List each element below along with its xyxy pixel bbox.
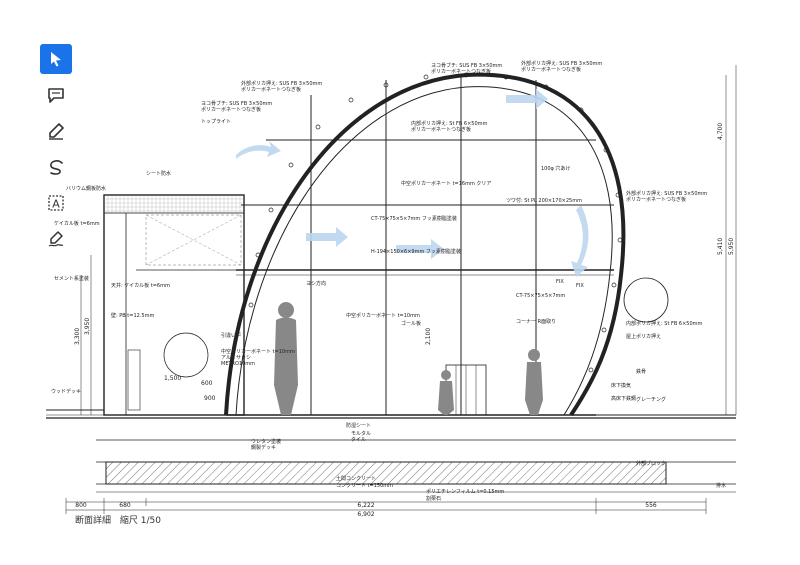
arch-bolts [248, 72, 623, 373]
note-label: バリウム鋼板防水 [66, 185, 106, 192]
note-label: セメント系塗装 [54, 275, 89, 282]
human-figures [274, 302, 543, 415]
caption-title: 断面詳細 [75, 516, 112, 526]
note-label: コーナー R面取り [516, 319, 556, 325]
note-label: ポリカーボネートつなぎ板 [241, 86, 301, 93]
dim-inner-1: 1,500 [164, 375, 181, 382]
dim-inner-3: 900 [204, 395, 216, 402]
note-label: 高床下鉄鋼 [611, 395, 636, 402]
cursor-icon [51, 52, 61, 67]
dimension-lines [65, 65, 737, 514]
note-label: 防湿シート [346, 422, 371, 429]
note-label: 中空ポリカーボネート t=16mm クリア [401, 180, 491, 187]
note-label: 中空ポリカーボネート t=10mm [346, 312, 420, 319]
note-label: FIX [576, 283, 584, 289]
note-label: 壁: PB t=12.5mm [111, 312, 154, 319]
note-label: ポリカーボネートつなぎ板 [431, 68, 491, 75]
dim-right-3: 5,950 [728, 238, 735, 255]
note-label: 割栗石 [426, 495, 441, 502]
note-label: 天井: ケイカル板 t=6mm [111, 282, 170, 289]
note-label: 100φ 穴あけ [541, 165, 570, 172]
note-label: ポリカーボネートつなぎ板 [626, 196, 686, 203]
signature-pen-icon [48, 231, 64, 247]
note-label: 外部ブロック [636, 460, 666, 467]
text-tool-button[interactable]: A [40, 188, 72, 218]
note-label: 土間コンクリート [336, 475, 376, 482]
note-label: ポリカーボネートつなぎ板 [411, 126, 471, 133]
note-label: ヨシ方向 [306, 280, 326, 287]
comment-tool-button[interactable] [40, 80, 72, 110]
note-label: 排水 [716, 482, 726, 489]
note-label: ポリカーボネートつなぎ板 [521, 66, 581, 73]
note-label: 外部ポリカ押え: SUS FB 3×50mm [626, 190, 707, 197]
note-label: 外部ポリカ押え: SUS FB 3×50mm [241, 80, 322, 87]
note-label: CT-75×75×5×7mm [516, 293, 565, 299]
dim-left-2: 3,950 [84, 318, 91, 335]
note-label: 鉄骨 [636, 368, 646, 375]
note-label: ゴール板 [401, 320, 421, 327]
note-label: 屋上ポリカ押え [626, 333, 661, 340]
note-label: 鋼製デッキ [251, 444, 276, 451]
note-label: FIX [556, 279, 564, 285]
note-label: 引違い戸 [221, 332, 241, 339]
note-label: ケイカル板 t=6mm [54, 220, 100, 227]
note-label: タイル [351, 436, 366, 443]
caption-scale: 縮尺 1/50 [119, 516, 161, 526]
note-label: METRO10mm [221, 361, 255, 367]
note-label: コンクリート t=150mm [336, 483, 393, 489]
dim-bottom-2: 680 [119, 502, 131, 509]
draw-tool-button[interactable] [40, 152, 72, 182]
note-label: 外部ポリカ押え: SUS FB 3×50mm [521, 60, 602, 67]
note-label: 内部ポリカ押え: St FB 6×50mm [411, 120, 487, 127]
note-label: CT-75×75×5×7mm フッ素樹脂塗装 [371, 215, 457, 222]
freehand-icon [50, 160, 63, 175]
note-label: モルタル [351, 430, 371, 437]
left-annex [103, 194, 245, 416]
annotation-toolbar: A [40, 44, 74, 264]
svg-text:A: A [52, 198, 60, 211]
dim-inner-4: 600 [201, 380, 213, 387]
dim-right-2: 5,410 [717, 238, 724, 255]
note-label: グレーチング [636, 396, 666, 403]
note-label: 床下換気 [611, 382, 631, 389]
note-label: 内部ポリカ押え: St FB 6×50mm [626, 320, 702, 327]
pen-icon [49, 123, 64, 140]
dim-bottom-3: 6,222 [357, 502, 374, 509]
annotation-labels: ヨコ骨ブチ: SUS FB 3×50mm ポリカーボネートつなぎ板 外部ポリカ押… [51, 60, 726, 502]
note-label: ヨコ骨ブチ: SUS FB 3×50mm [431, 62, 502, 69]
dim-inner-2: 2,100 [425, 328, 432, 345]
note-label: 中空ポリカーボネート t=10mm [221, 348, 295, 355]
note-label: シート防水 [146, 170, 171, 177]
dim-right-1: 4,700 [717, 123, 724, 140]
note-label: ウレタン塗装 [251, 438, 281, 445]
speech-bubble-icon [48, 88, 64, 103]
airflow-arrows [236, 89, 589, 277]
note-label: ポリエチレンフィルム t=0.15mm [426, 488, 504, 495]
highlight-tool-button[interactable] [40, 116, 72, 146]
note-label: ポリカーボネートつなぎ板 [201, 106, 261, 113]
wood-deck [46, 409, 736, 416]
drawing-caption: 断面詳細 縮尺 1/50 [75, 513, 167, 526]
note-label: アルミサッシ [221, 355, 251, 361]
dim-bottom-1: 800 [75, 502, 87, 509]
section-drawing: 800 680 6,222 6,902 556 4,700 5,410 5,95… [46, 60, 737, 518]
dim-left-1: 3,300 [74, 328, 81, 345]
fill-sign-tool-button[interactable] [40, 224, 72, 254]
dim-bottom-5: 556 [645, 502, 657, 509]
note-label: H-194×150×6×9mm フッ素樹脂塗装 [371, 248, 461, 255]
note-label: ヨコ骨ブチ: SUS FB 3×50mm [201, 100, 272, 107]
dim-bottom-4: 6,902 [357, 511, 374, 518]
select-tool-button[interactable] [40, 44, 72, 74]
note-label: ツワ付: St PL 200×170×25mm [506, 197, 582, 204]
note-label: ウッドデッキ [51, 388, 81, 395]
foundation [46, 417, 736, 493]
note-label: トップライト [201, 119, 231, 125]
text-box-icon: A [48, 195, 64, 211]
